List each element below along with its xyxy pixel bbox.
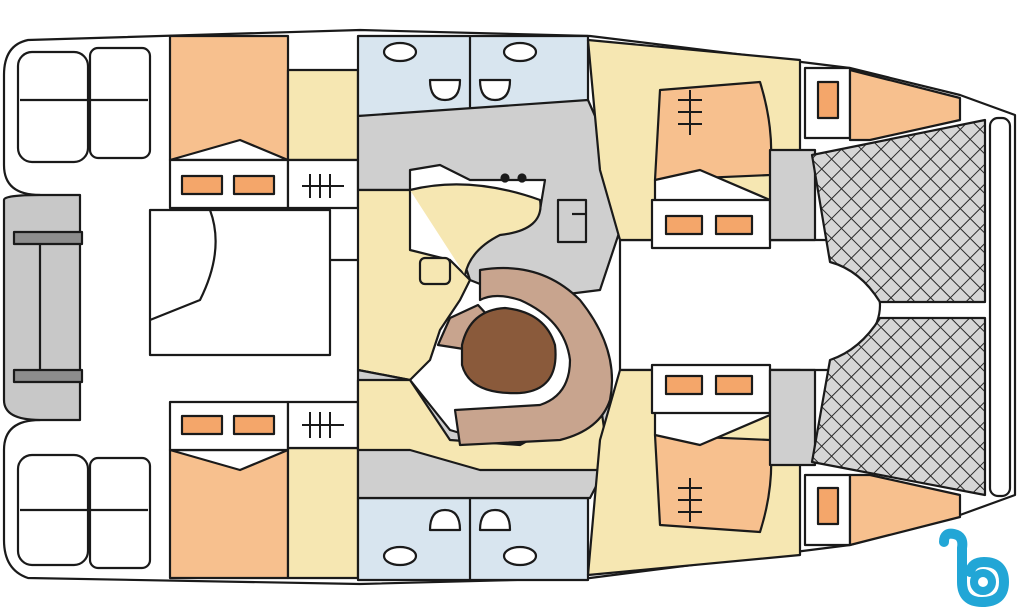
pillow bbox=[232, 174, 276, 196]
trampoline-starboard bbox=[810, 316, 987, 497]
fwd-stbd-bed bbox=[653, 433, 773, 534]
pillow bbox=[714, 374, 754, 396]
sink-icon bbox=[382, 545, 418, 567]
fwd-stbd-bow-locker bbox=[848, 473, 962, 547]
fwd-stbd-locker-grey bbox=[768, 368, 817, 467]
fwd-port-bow-locker bbox=[848, 68, 962, 142]
toilet-icon bbox=[428, 78, 462, 102]
nav-station bbox=[556, 198, 588, 244]
sink-icon bbox=[382, 41, 418, 63]
saloon-table bbox=[460, 306, 557, 395]
trampoline-port bbox=[810, 118, 987, 304]
pillow bbox=[664, 374, 704, 396]
aft-port-cabin bbox=[168, 34, 290, 162]
port-aft-locker bbox=[286, 68, 360, 162]
cockpit bbox=[148, 208, 332, 357]
steps-icon bbox=[302, 174, 344, 198]
stove-burner-icon bbox=[517, 173, 527, 183]
transom-port bbox=[16, 46, 152, 164]
steps-icon bbox=[678, 478, 702, 522]
starboard-heads bbox=[356, 496, 590, 582]
toilet-icon bbox=[478, 508, 512, 532]
aft-starboard-cabin bbox=[168, 448, 290, 580]
locker-icon bbox=[816, 80, 840, 120]
saloon-settee bbox=[453, 266, 614, 447]
sink-icon bbox=[502, 545, 538, 567]
stove-burner-icon bbox=[500, 173, 510, 183]
transom-starboard bbox=[16, 453, 152, 570]
pillow bbox=[664, 214, 704, 236]
b-logo-icon bbox=[939, 528, 1010, 608]
saloon-seat bbox=[418, 256, 452, 286]
sink-icon bbox=[502, 41, 538, 63]
toilet-icon bbox=[428, 508, 462, 532]
dinghy bbox=[2, 193, 82, 422]
stbd-aft-locker bbox=[286, 446, 360, 580]
fwd-port-locker-grey bbox=[768, 148, 817, 242]
pillow bbox=[232, 414, 276, 436]
bow-beam bbox=[988, 116, 1012, 498]
fwd-port-bed bbox=[653, 80, 773, 182]
locker-icon bbox=[816, 486, 840, 526]
pillow bbox=[180, 414, 224, 436]
steps-icon bbox=[678, 90, 702, 135]
pillow bbox=[180, 174, 224, 196]
pillow bbox=[714, 214, 754, 236]
steps-icon bbox=[302, 412, 344, 438]
toilet-icon bbox=[478, 78, 512, 102]
